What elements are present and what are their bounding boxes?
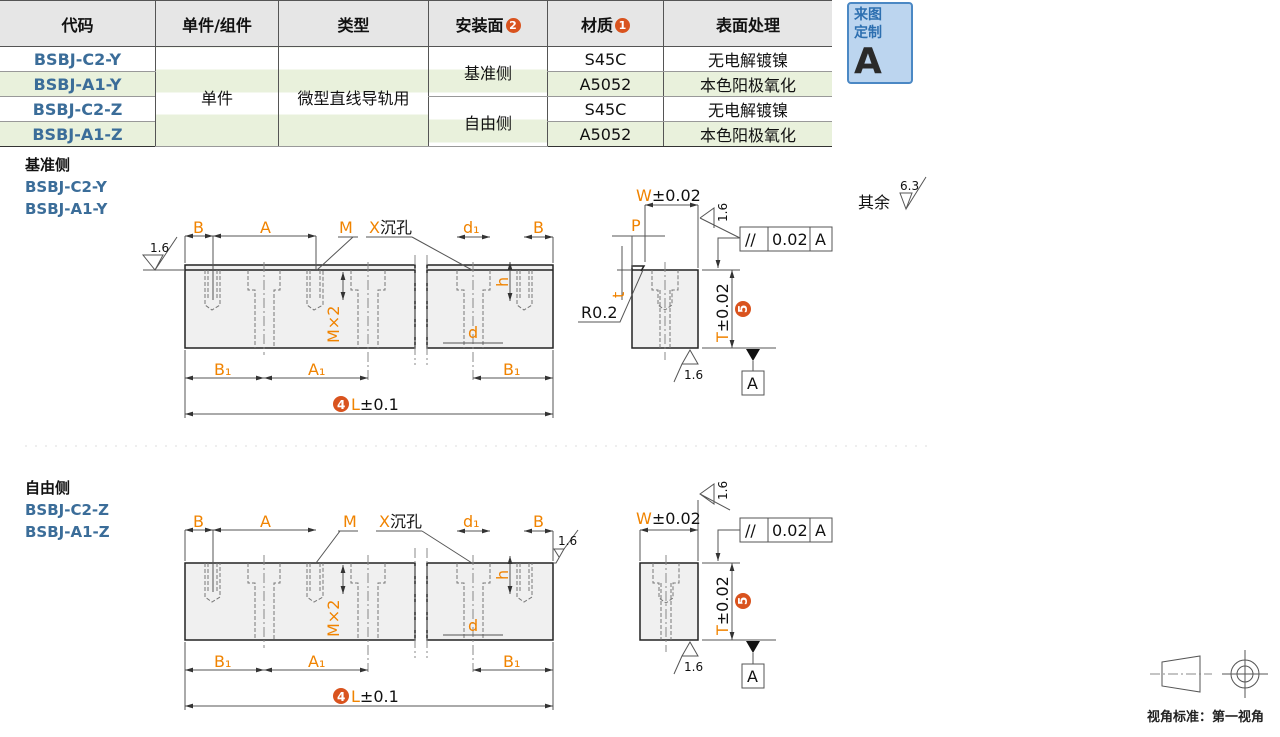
- dim-P: P: [631, 216, 641, 235]
- dim-t: t: [609, 292, 628, 298]
- badge-letter: A: [854, 41, 882, 82]
- section-code: BSBJ-A1-Y: [25, 200, 108, 218]
- finish-cell: 本色阳极氧化: [663, 71, 832, 97]
- table-row: BSBJ-A1-Z A5052 本色阳极氧化: [0, 121, 832, 147]
- first-angle-projection-icon: [1150, 650, 1268, 698]
- unit-cell: 单件: [155, 46, 279, 147]
- table-row: BSBJ-C2-Z 自由侧 S45C 无电解镀镍: [0, 96, 832, 147]
- table-row: BSBJ-C2-Y 单件 微型直线导轨用 基准侧 S45C 无电解镀镍: [0, 46, 832, 147]
- dim-B1-right: B₁: [503, 360, 520, 379]
- rest-roughness: 6.3: [900, 179, 919, 193]
- code-cell: BSBJ-C2-Z: [0, 96, 156, 122]
- mount-cell: 自由侧: [428, 96, 548, 147]
- dim-L: L±0.1: [351, 687, 399, 706]
- dim-h: h: [493, 277, 512, 287]
- dim-h: h: [493, 570, 512, 580]
- section-free-side: 自由侧 BSBJ-C2-Z BSBJ-A1-Z: [25, 477, 110, 543]
- badge-4: 4: [337, 398, 345, 412]
- dim-X-counterbore: X沉孔: [369, 218, 412, 237]
- dim-X-counterbore: X沉孔: [379, 512, 422, 531]
- dim-A: A: [260, 218, 271, 237]
- dim-T: T±0.02: [713, 283, 732, 343]
- dim-B1: B₁: [214, 652, 231, 671]
- parallelism-tolerance: 0.02: [772, 521, 808, 540]
- dim-d: d: [468, 616, 478, 635]
- dim-B: B: [193, 512, 204, 531]
- dim-B: B: [193, 218, 204, 237]
- dim-B1: B₁: [214, 360, 231, 379]
- projection-standard: 视角标准：第一视角: [1147, 710, 1265, 725]
- header-unit: 单件/组件: [155, 0, 279, 47]
- datum-label: A: [747, 374, 758, 393]
- rest-label: 其余: [858, 193, 890, 212]
- dim-A: A: [260, 512, 271, 531]
- side-view-free: W±0.02 1.6 // 0.02 A T±0.02 5 A 1.6: [636, 481, 833, 689]
- dim-Mx2: M×2: [324, 600, 343, 637]
- material-cell: S45C: [547, 46, 664, 72]
- section-title: 基准侧: [25, 156, 71, 174]
- front-view-reference: B A M X沉孔 d₁ B h M×2 d B₁ A₁ B₁ 4 L±0.1 …: [141, 218, 554, 418]
- header-finish: 表面处理: [663, 0, 832, 47]
- roughness-label: 1.6: [684, 368, 703, 382]
- dim-B-right: B: [533, 218, 544, 237]
- parallelism-datum: A: [815, 230, 826, 249]
- front-view-free: B A M X沉孔 d₁ B 1.6 h M×2 d B₁ A₁ B₁ 4 L±…: [184, 512, 579, 710]
- parallelism-tolerance: 0.02: [772, 230, 808, 249]
- roughness-label: 1.6: [150, 241, 169, 255]
- side-view-reference: W±0.02 P t R0.2 1.6 // 0.02 A T±0.02 5 A…: [578, 186, 833, 396]
- material-cell: A5052: [547, 121, 664, 147]
- material-cell: S45C: [547, 96, 664, 122]
- dim-A1: A₁: [308, 360, 325, 379]
- dim-B1-right: B₁: [503, 652, 520, 671]
- badge-5: 5: [736, 305, 750, 313]
- header-code: 代码: [0, 0, 156, 47]
- dim-Mx2: M×2: [324, 306, 343, 343]
- roughness-label: 1.6: [716, 203, 730, 222]
- code-cell: BSBJ-A1-Z: [0, 121, 156, 147]
- dim-A1: A₁: [308, 652, 325, 671]
- datum-label: A: [747, 667, 758, 686]
- badge-1: 1: [615, 17, 630, 33]
- dim-R0.2: R0.2: [581, 303, 618, 322]
- dim-d: d: [468, 323, 478, 342]
- table-row: BSBJ-A1-Y A5052 本色阳极氧化: [0, 71, 832, 97]
- badge-4: 4: [337, 690, 345, 704]
- dim-T: T±0.02: [713, 576, 732, 636]
- finish-cell: 本色阳极氧化: [663, 121, 832, 147]
- dim-W: W±0.02: [636, 186, 701, 205]
- section-code: BSBJ-C2-Y: [25, 178, 107, 196]
- roughness-label: 1.6: [716, 481, 730, 500]
- roughness-label: 1.6: [558, 534, 577, 548]
- badge-5: 5: [736, 597, 750, 605]
- dim-B-right: B: [533, 512, 544, 531]
- section-reference-side: 基准侧 BSBJ-C2-Y BSBJ-A1-Y: [25, 154, 107, 220]
- dim-d1: d₁: [463, 512, 480, 531]
- custom-drawing-badge[interactable]: 来图定制 A: [847, 2, 913, 84]
- dim-d1: d₁: [463, 218, 480, 237]
- type-cell: 微型直线导轨用: [278, 46, 429, 147]
- badge-text: 来图定制: [854, 7, 882, 41]
- section-code: BSBJ-C2-Z: [25, 501, 110, 519]
- parallelism-symbol: //: [745, 521, 756, 540]
- dim-W: W±0.02: [636, 509, 701, 528]
- dim-M: M: [339, 218, 353, 237]
- badge-2: 2: [505, 17, 521, 33]
- roughness-label: 1.6: [684, 660, 703, 674]
- dim-L: L±0.1: [351, 395, 399, 414]
- section-code: BSBJ-A1-Z: [25, 523, 110, 541]
- dim-M: M: [343, 512, 357, 531]
- section-title: 自由侧: [25, 479, 71, 497]
- code-cell: BSBJ-A1-Y: [0, 71, 156, 97]
- header-type: 类型: [278, 0, 429, 47]
- mount-cell: 基准侧: [428, 46, 548, 97]
- parallelism-symbol: //: [745, 230, 756, 249]
- finish-cell: 无电解镀镍: [663, 46, 832, 72]
- code-cell: BSBJ-C2-Y: [0, 46, 156, 72]
- material-cell: A5052: [547, 71, 664, 97]
- parallelism-datum: A: [815, 521, 826, 540]
- finish-cell: 无电解镀镍: [663, 96, 832, 122]
